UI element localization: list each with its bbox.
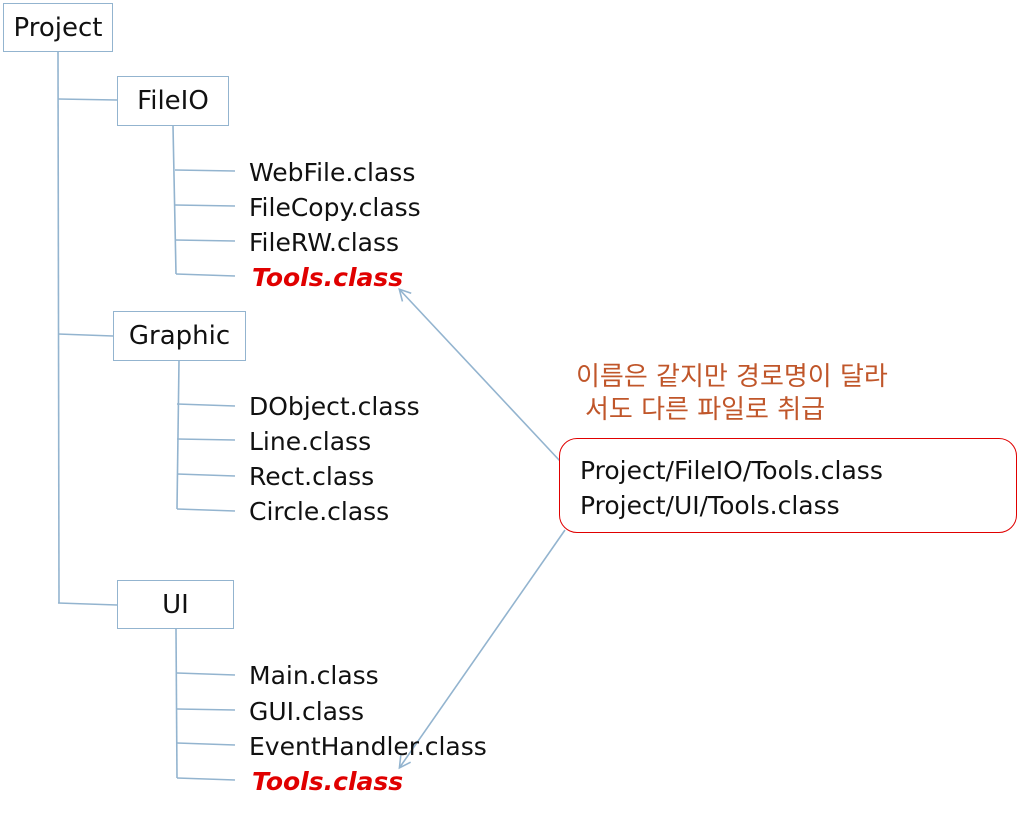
graphic-trunk — [176, 360, 180, 510]
path-fileio-tools: Project/FileIO/Tools.class — [580, 456, 883, 485]
project-root-box: Project — [3, 3, 113, 52]
file-fileio-tools: Tools.class — [252, 263, 404, 292]
file-gui: GUI.class — [249, 697, 365, 726]
annotation-note-line2: 서도 다른 파일로 취급 — [585, 395, 826, 425]
file-circle: Circle.class — [249, 497, 390, 526]
arrow-to-ui-tools — [398, 529, 566, 770]
ui-leaf-4 — [176, 777, 236, 781]
root-trunk-line — [57, 51, 60, 604]
fileio-leaf-3 — [174, 239, 236, 242]
graphic-leaf-3 — [176, 473, 236, 477]
folder-ui-box: UI — [117, 580, 234, 629]
fileio-trunk — [172, 125, 177, 275]
file-eventhandler: EventHandler.class — [249, 732, 487, 761]
fileio-leaf-4 — [175, 273, 236, 277]
ui-leaf-2 — [176, 708, 236, 711]
ui-leaf-1 — [176, 672, 236, 676]
arrow-to-fileio-tools — [398, 288, 561, 462]
file-filerw: FileRW.class — [249, 228, 400, 257]
branch-ui — [57, 602, 118, 606]
branch-fileio — [57, 98, 118, 101]
file-dobject: DObject.class — [249, 392, 420, 421]
file-line: Line.class — [249, 427, 372, 456]
file-filecopy: FileCopy.class — [249, 193, 421, 222]
annotation-note-line1: 이름은 같지만 경로명이 달라 — [576, 362, 888, 392]
path-ui-tools: Project/UI/Tools.class — [580, 491, 840, 520]
folder-graphic-box: Graphic — [113, 311, 246, 361]
file-rect: Rect.class — [249, 462, 375, 491]
ui-leaf-3 — [176, 742, 236, 746]
folder-fileio-box: FileIO — [117, 76, 229, 126]
file-main: Main.class — [249, 661, 379, 690]
graphic-leaf-4 — [176, 508, 236, 512]
fileio-leaf-2 — [174, 204, 236, 207]
graphic-leaf-1 — [176, 403, 236, 407]
file-webfile: WebFile.class — [249, 158, 416, 187]
path-comparison-box: Project/FileIO/Tools.class Project/UI/To… — [559, 438, 1017, 533]
fileio-leaf-1 — [174, 169, 236, 172]
branch-graphic — [57, 333, 114, 337]
graphic-leaf-2 — [176, 438, 236, 441]
file-ui-tools: Tools.class — [252, 767, 404, 796]
ui-trunk — [175, 628, 178, 779]
